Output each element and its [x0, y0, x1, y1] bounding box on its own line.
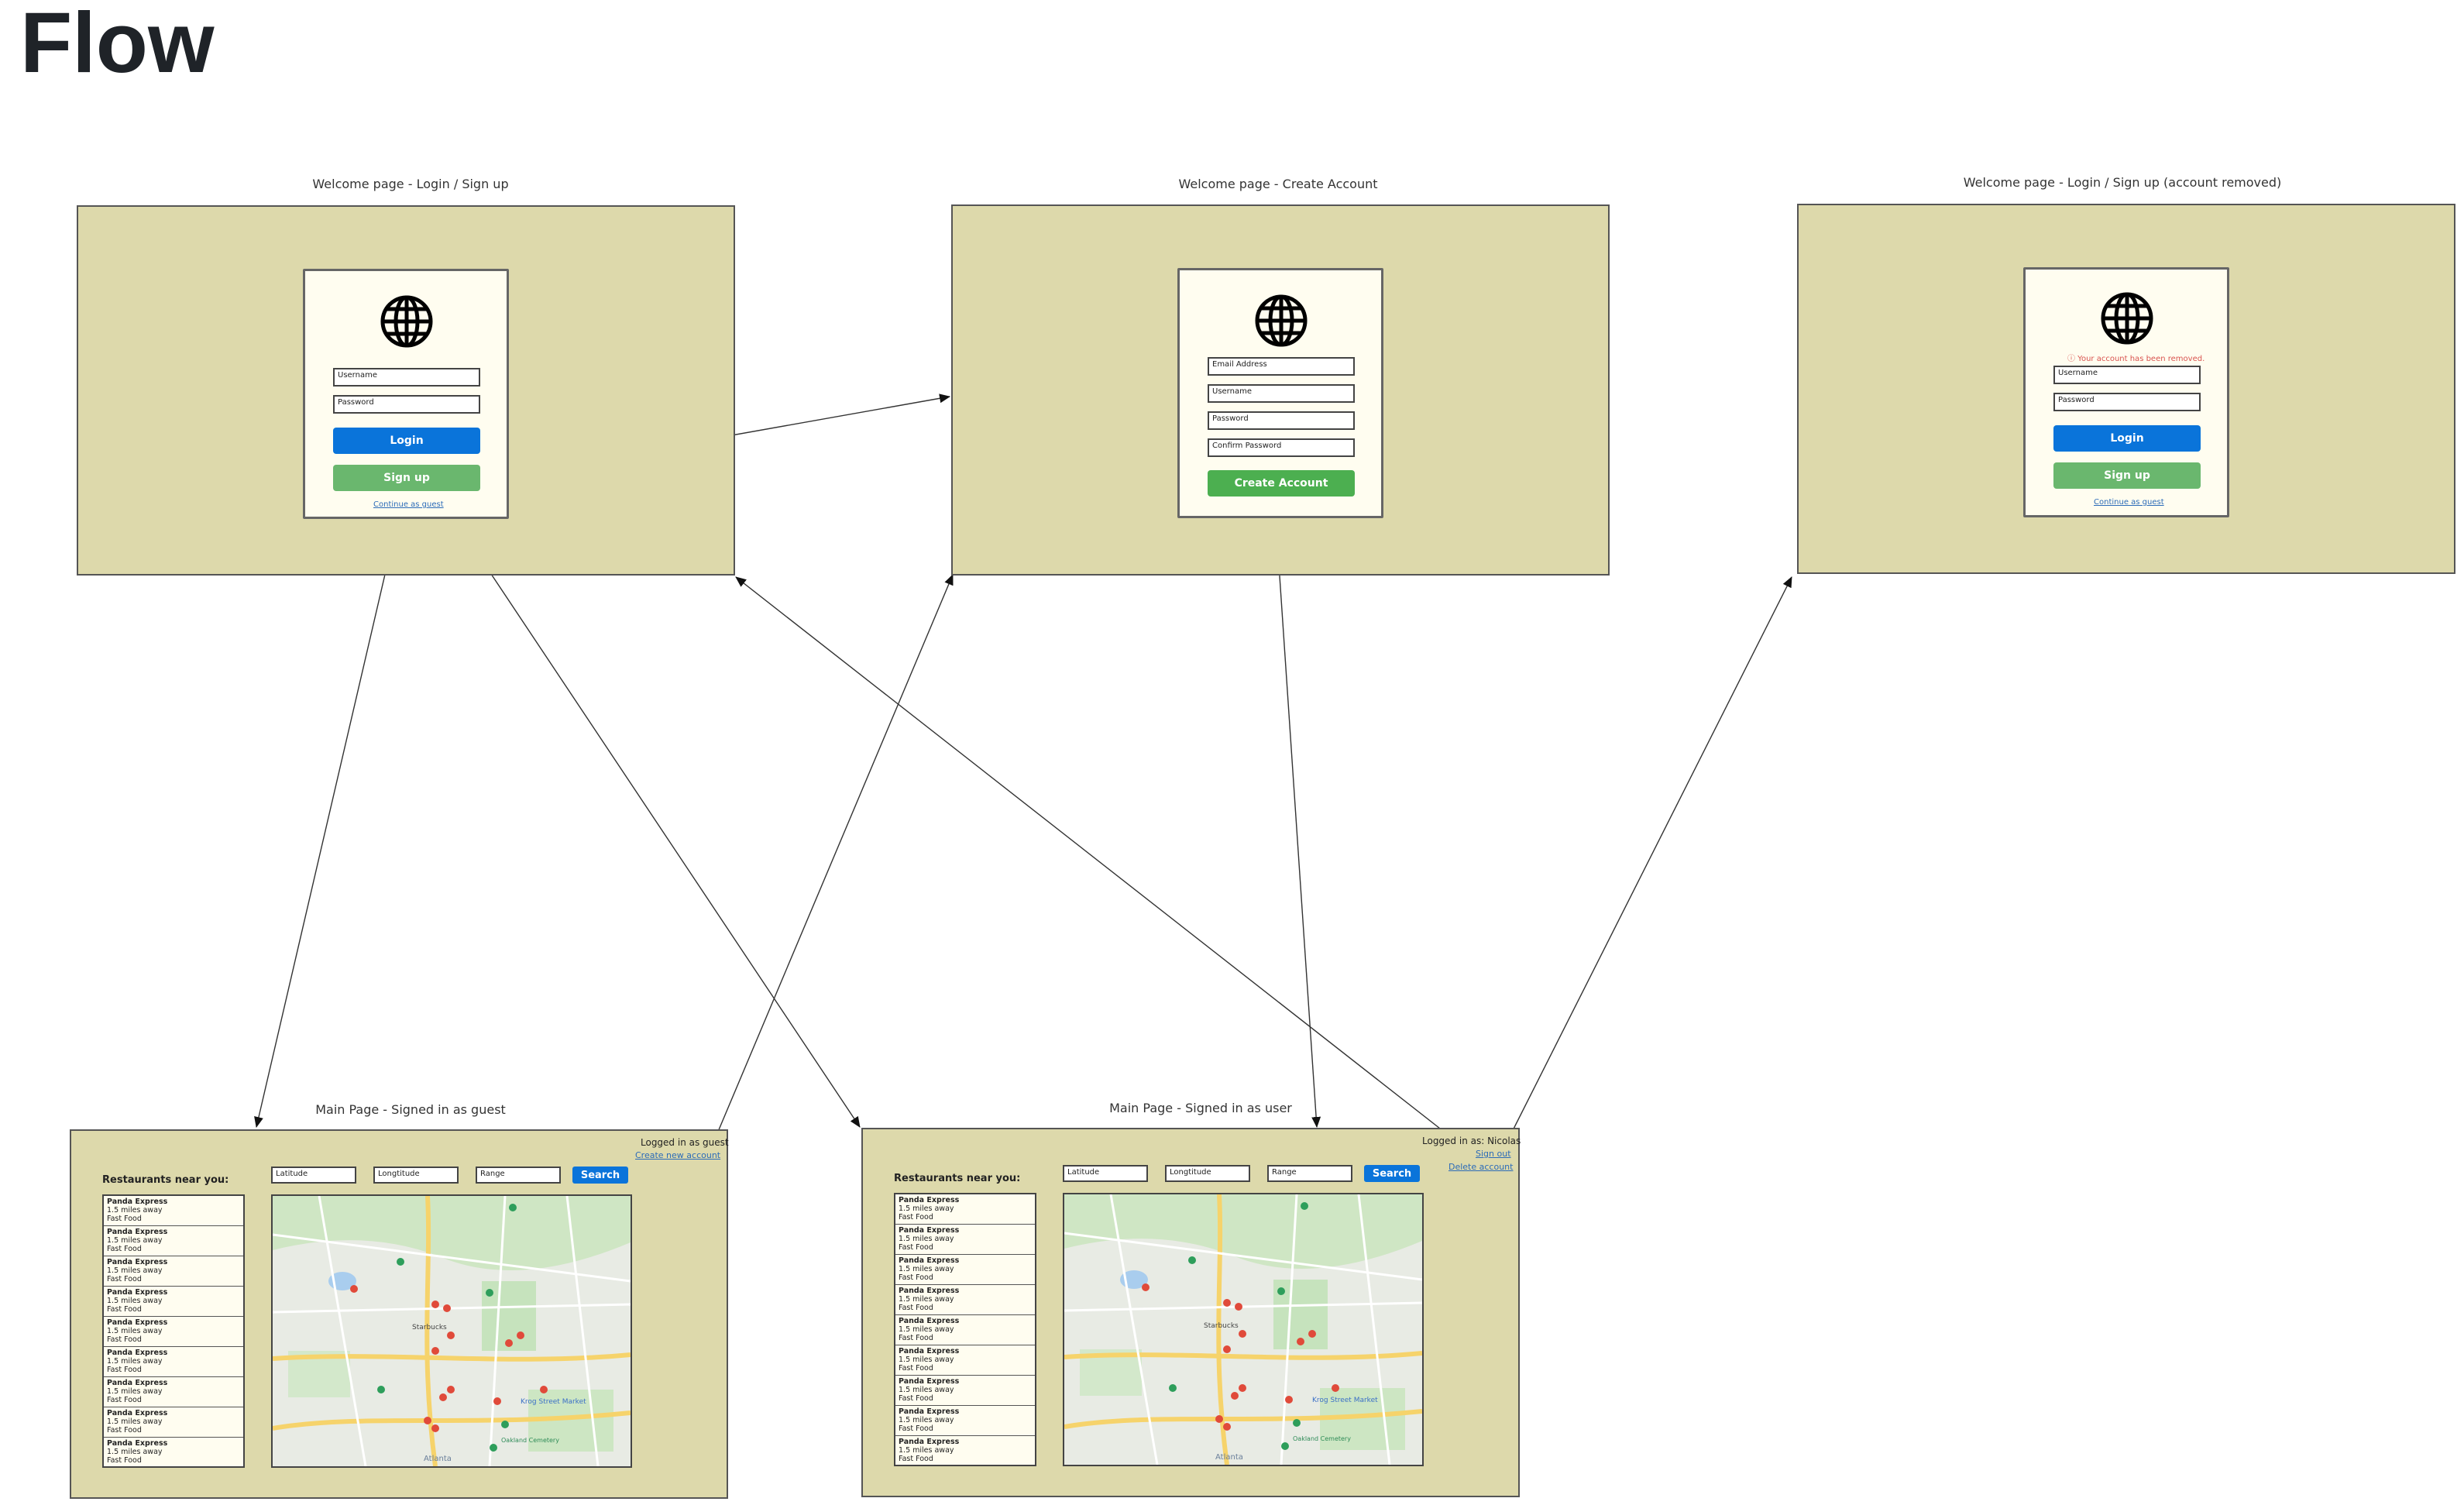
svg-text:Atlanta: Atlanta: [1215, 1453, 1243, 1462]
continue-as-guest-link[interactable]: Continue as guest: [373, 500, 444, 509]
caption-main-user: Main Page - Signed in as user: [1109, 1101, 1292, 1115]
caption-create: Welcome page - Create Account: [1178, 177, 1378, 191]
svg-text:Oakland Cemetery: Oakland Cemetery: [1293, 1435, 1351, 1442]
map-graphic: Starbucks Atlanta Krog Street Market Oak…: [273, 1196, 631, 1466]
page-title: Flow: [20, 0, 215, 91]
removed-card: ⓘ Your account has been removed. Usernam…: [2023, 267, 2229, 517]
svg-text:Krog Street Market: Krog Street Market: [521, 1398, 586, 1406]
range-input[interactable]: Range: [476, 1167, 561, 1184]
login-button[interactable]: Login: [333, 428, 480, 454]
caption-removed: Welcome page - Login / Sign up (account …: [1963, 175, 2282, 190]
confirm-password-field[interactable]: Confirm Password: [1208, 438, 1355, 457]
username-field[interactable]: Username: [2053, 366, 2201, 384]
arrow-create-link-to-create: [709, 574, 954, 1153]
restaurant-map[interactable]: Starbucks Atlanta Krog Street Market Oak…: [1063, 1193, 1424, 1466]
svg-text:Oakland Cemetery: Oakland Cemetery: [501, 1437, 559, 1444]
create-account-button[interactable]: Create Account: [1208, 470, 1355, 497]
search-button[interactable]: Search: [572, 1167, 628, 1184]
login-status: Logged in as: Nicolas: [1422, 1136, 1521, 1146]
frame-main-guest: Logged in as guest Create new account Re…: [70, 1129, 729, 1499]
map-graphic: Starbucks Atlanta Krog Street Market Oak…: [1064, 1194, 1422, 1465]
range-input[interactable]: Range: [1267, 1165, 1352, 1182]
account-removed-error: ⓘ Your account has been removed.: [2067, 355, 2205, 363]
svg-text:Atlanta: Atlanta: [424, 1455, 452, 1463]
arrow-login-to-main-user: [433, 487, 861, 1128]
sign-out-link[interactable]: Sign out: [1476, 1149, 1511, 1159]
restaurants-heading: Restaurants near you:: [102, 1174, 229, 1186]
continue-as-guest-link[interactable]: Continue as guest: [2094, 498, 2164, 507]
globe-icon: [380, 295, 433, 348]
password-field[interactable]: Password: [1208, 411, 1355, 430]
longitude-input[interactable]: Longtitude: [1165, 1165, 1250, 1182]
email-field[interactable]: Email Address: [1208, 357, 1355, 376]
svg-text:Starbucks: Starbucks: [1204, 1322, 1239, 1330]
frame-login: Username Password Login Sign up Continue…: [77, 205, 735, 576]
delete-account-link[interactable]: Delete account: [1449, 1162, 1514, 1172]
signup-button[interactable]: Sign up: [2053, 462, 2201, 489]
arrow-delete-to-removed: [1494, 576, 1792, 1167]
latitude-input[interactable]: Latitude: [1063, 1165, 1148, 1182]
login-card: Username Password Login Sign up Continue…: [303, 269, 509, 519]
svg-text:Krog Street Market: Krog Street Market: [1312, 1397, 1378, 1404]
frame-main-user: Logged in as: Nicolas Sign out Delete ac…: [861, 1128, 1521, 1497]
frame-removed: ⓘ Your account has been removed. Usernam…: [1797, 204, 2455, 574]
longitude-input[interactable]: Longtitude: [373, 1167, 459, 1184]
caption-main-guest: Main Page - Signed in as guest: [315, 1102, 506, 1117]
caption-login: Welcome page - Login / Sign up: [312, 177, 509, 191]
globe-icon: [1255, 294, 1308, 347]
restaurants-heading: Restaurants near you:: [894, 1173, 1021, 1184]
globe-icon: [2101, 292, 2153, 345]
signup-button[interactable]: Sign up: [333, 465, 480, 491]
search-button[interactable]: Search: [1364, 1165, 1420, 1182]
arrow-guest-to-main-guest: [254, 510, 400, 1128]
password-field[interactable]: Password: [2053, 393, 2201, 411]
arrow-create-to-main-user: [1273, 495, 1321, 1128]
arrow-signout-to-login: [735, 576, 1476, 1157]
login-button[interactable]: Login: [2053, 425, 2201, 452]
latitude-input[interactable]: Latitude: [271, 1167, 356, 1184]
username-field[interactable]: Username: [1208, 384, 1355, 403]
password-field[interactable]: Password: [333, 395, 480, 414]
create-new-account-link[interactable]: Create new account: [635, 1150, 721, 1160]
restaurant-map[interactable]: Starbucks Atlanta Krog Street Market Oak…: [271, 1194, 632, 1468]
svg-text:Starbucks: Starbucks: [412, 1324, 447, 1331]
create-card: Email Address Username Password Confirm …: [1177, 268, 1383, 518]
frame-create: Email Address Username Password Confirm …: [951, 204, 1610, 576]
username-field[interactable]: Username: [333, 368, 480, 387]
login-status: Logged in as guest: [641, 1137, 729, 1148]
